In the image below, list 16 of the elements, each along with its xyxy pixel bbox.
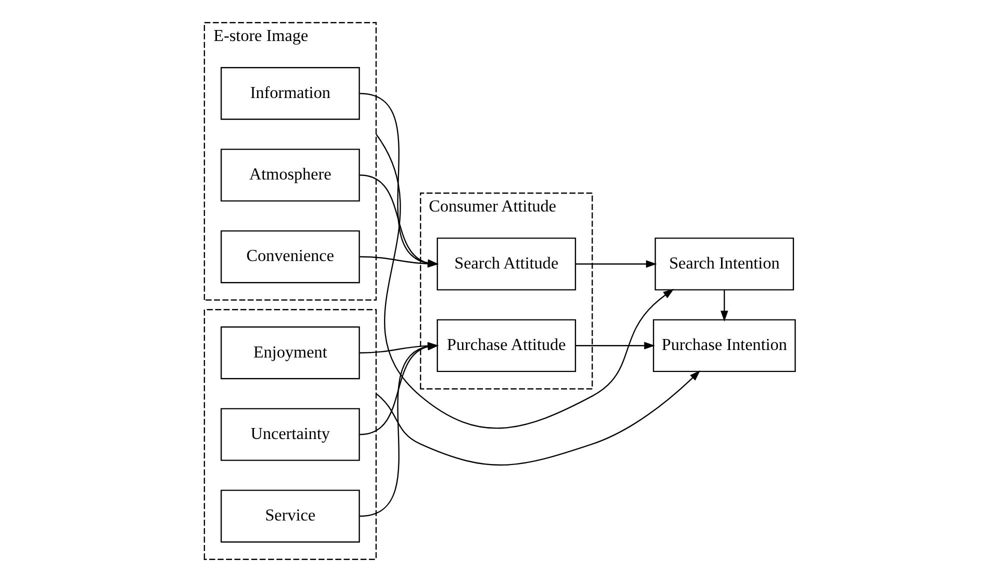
arrow: [576, 342, 655, 350]
arrow: [720, 290, 728, 322]
arrow: [376, 370, 700, 466]
node-box: Enjoyment: [220, 326, 360, 380]
arrow: [576, 260, 657, 268]
node-box: Service: [220, 490, 360, 543]
node-box: Search Attitude: [436, 238, 576, 290]
node-box: Purchase Attitude: [436, 319, 576, 372]
cluster: [204, 309, 377, 560]
node-box: Purchase Intention: [652, 319, 796, 372]
node-box: Uncertainty: [220, 408, 360, 461]
node-box: Atmosphere: [220, 148, 360, 202]
arrow: [376, 134, 674, 429]
node-box: Convenience: [220, 230, 360, 284]
node-box: Information: [220, 67, 360, 120]
node-box: Search Intention: [654, 238, 794, 290]
